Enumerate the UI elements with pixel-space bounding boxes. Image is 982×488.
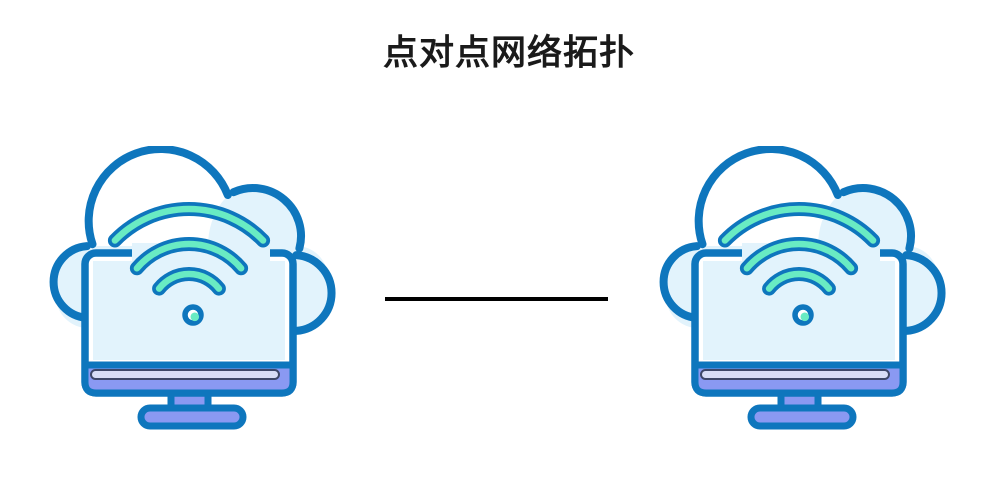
diagram-title: 点对点网络拓扑	[382, 33, 636, 73]
p2p-connector-line	[385, 297, 608, 301]
node-left-wifi-cloud-monitor-icon	[48, 146, 338, 432]
node-right-wifi-cloud-monitor-icon	[658, 146, 948, 432]
